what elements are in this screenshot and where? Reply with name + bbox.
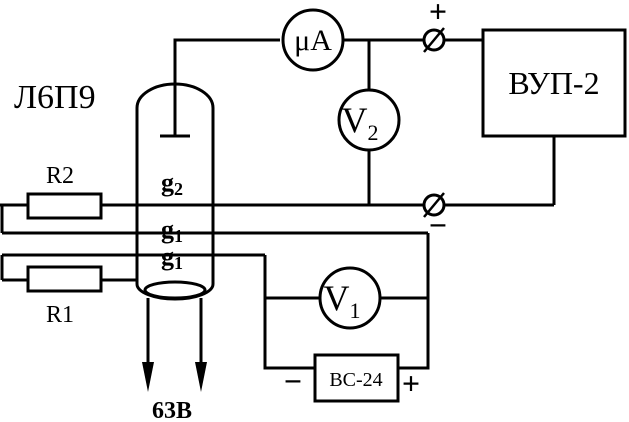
high-voltage-supply-label: ВУП-2 xyxy=(508,65,599,101)
resistor-r2 xyxy=(26,192,103,220)
grid-supply-label: ВС-24 xyxy=(329,369,382,391)
terminal-negative xyxy=(422,192,446,218)
voltmeter-v2-label: V2 xyxy=(342,100,379,145)
anode-wire xyxy=(173,38,280,136)
high-voltage-minus: − xyxy=(429,207,447,243)
grid1a-label: g1 xyxy=(161,215,183,246)
resistor-r2-label: R2 xyxy=(46,163,74,189)
terminal-positive xyxy=(422,27,446,53)
grid-supply: ВС-24 xyxy=(313,353,400,403)
voltmeter-v2: V2 xyxy=(337,88,401,152)
resistor-r1-label: R1 xyxy=(46,302,74,328)
high-voltage-plus: + xyxy=(429,0,447,29)
filament-leads xyxy=(142,298,207,392)
tube-label: Л6П9 xyxy=(14,79,96,116)
high-voltage-supply: ВУП-2 xyxy=(481,28,627,138)
grid-supply-minus: − xyxy=(284,363,302,399)
resistor-r1 xyxy=(26,265,103,293)
grid-supply-plus: + xyxy=(402,365,420,401)
filament-voltage-label: 63В xyxy=(152,398,192,422)
grid1b-label: g1 xyxy=(161,242,183,273)
microammeter-label: μA xyxy=(294,24,332,57)
vacuum-tube xyxy=(135,82,215,301)
voltmeter-v1: V1 xyxy=(318,266,382,330)
grid2-label: g2 xyxy=(161,168,183,199)
microammeter: μA xyxy=(281,8,345,72)
voltmeter-v1-label: V1 xyxy=(324,278,361,323)
